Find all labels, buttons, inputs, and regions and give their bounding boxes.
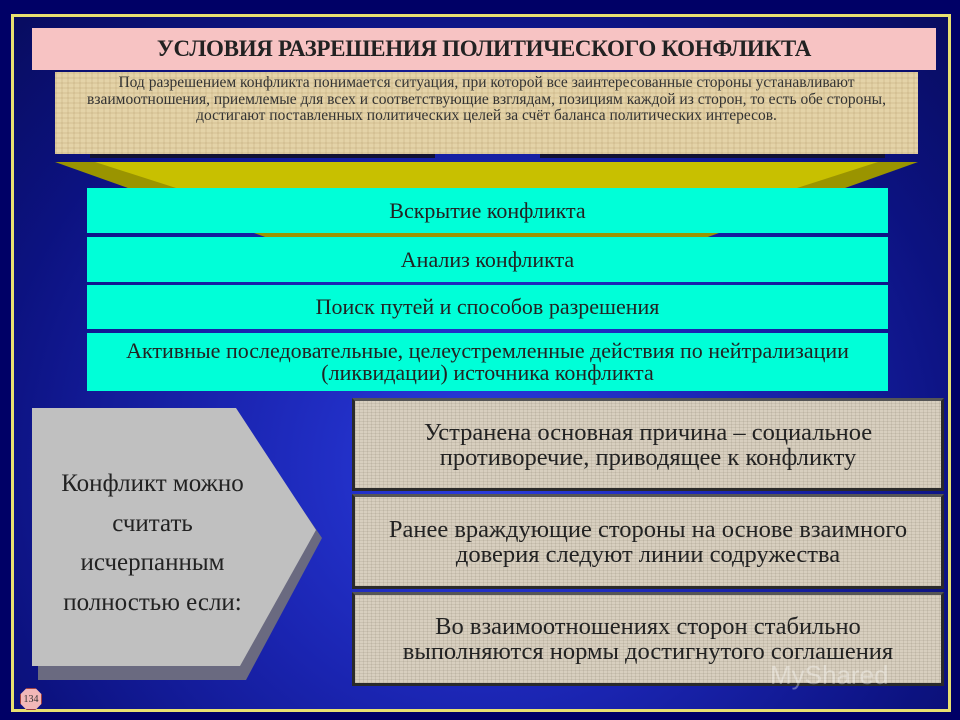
condition-2: Ранее враждующие стороны на основе взаим… [352,494,944,589]
condition-intro: Конфликт можно считать исчерпанным полно… [61,470,244,616]
condition-1: Устранена основная причина – социальное … [352,398,944,491]
page-number: 134 [20,688,42,710]
definition-text: Под разрешением конфликта понимается сит… [55,72,918,154]
step-1: Вскрытие конфликта [87,188,888,233]
step-3: Поиск путей и способов разрешения [87,285,888,329]
condition-3: Во взаимоотношениях сторон стабильно вып… [352,592,944,686]
slide-title: УСЛОВИЯ РАЗРЕШЕНИЯ ПОЛИТИЧЕСКОГО КОНФЛИК… [32,28,936,70]
arrow-pentagon [32,408,322,680]
step-4: Активные последовательные, целеустремлен… [87,333,888,391]
watermark: MyShared [770,660,889,690]
step-2: Анализ конфликта [87,237,888,282]
